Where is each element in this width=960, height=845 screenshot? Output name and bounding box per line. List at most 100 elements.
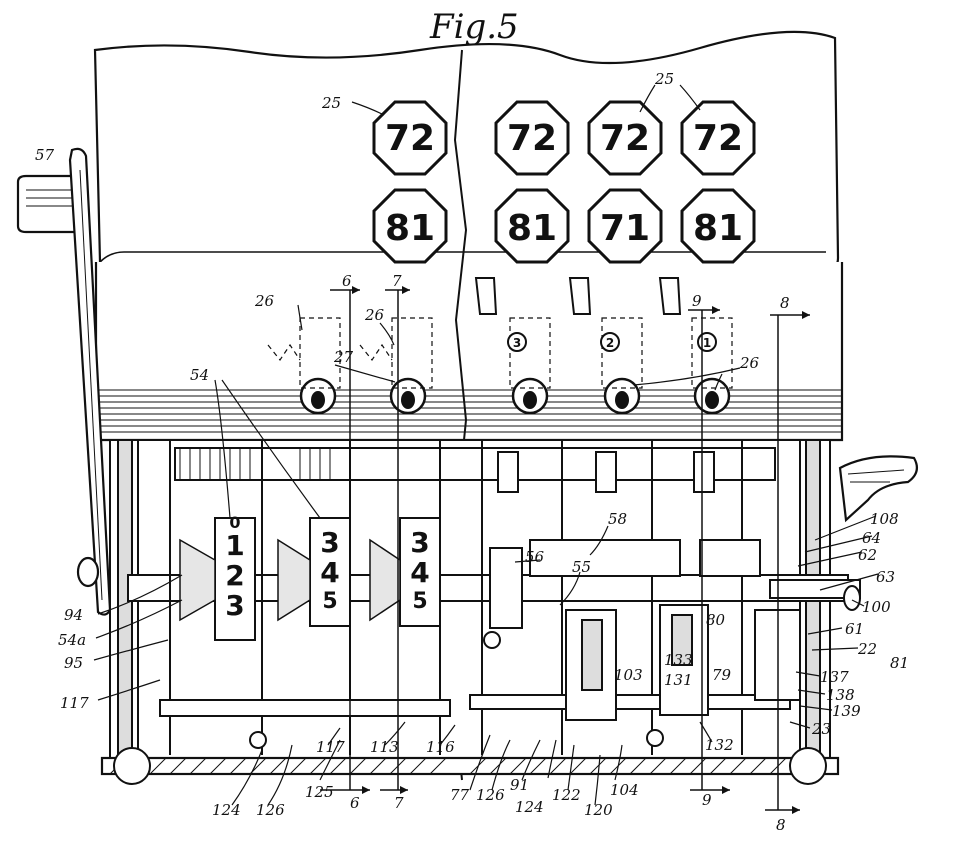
ref-label: 55 [572,558,591,576]
ref-label: 120 [584,801,613,819]
ref-label: 131 [664,671,693,689]
window-reading: 72 [507,118,557,159]
figure-title: Fig.5 [429,7,519,47]
ref-label: 137 [820,668,849,686]
ref-label: 58 [608,510,627,528]
ref-label: 133 [664,651,693,669]
ref-label: 100 [862,598,891,616]
ref-label: 80 [706,611,726,629]
section-arrows [352,286,810,814]
ref-label: 57 [35,146,55,164]
ref-label: 108 [870,510,899,528]
window-reading: 81 [693,208,743,249]
number-wheel: 3 4 5 [369,517,441,627]
ref-label: 26 [739,354,760,372]
ref-label: 132 [705,736,734,754]
octagon-window: 81 [372,188,448,264]
upper-housing [93,30,844,781]
wheel-digit: 3 [225,589,244,622]
wheel-digit: 2 [225,559,244,592]
octagon-window: 72 [587,100,663,176]
ref-label: 9 [692,292,702,310]
ref-label: 25 [654,70,674,88]
octagon-window: 72 [680,100,756,176]
number-wheel: 0 1 2 3 [179,513,256,641]
window-reading: 72 [600,118,650,159]
indicator-windows-bottom: 81 81 71 81 [372,188,756,264]
ref-label: 27 [333,348,354,366]
window-reading: 81 [385,208,435,249]
indicator-windows-top: 72 72 72 72 [372,100,756,176]
plunger-guides [267,317,733,389]
ref-label: 117 [316,738,345,756]
ref-label: 79 [712,666,732,684]
octagon-window: 71 [587,188,663,264]
ref-label: 126 [256,801,285,819]
section-lines [320,289,810,811]
wheel-digit: 1 [225,529,244,562]
reference-labels: 25 25 57 6 7 26 26 27 26 9 8 54 56 58 55… [35,70,909,834]
key-numeral: 3 [513,336,521,350]
ref-label: 113 [370,738,399,756]
window-reading: 72 [693,118,743,159]
ref-label: 22 [857,640,877,658]
ref-label: 8 [776,816,786,834]
ref-label: 81 [890,654,909,672]
ref-label: 7 [394,794,404,812]
ref-label: 54 [190,366,209,384]
window-reading: 81 [507,208,557,249]
ref-label: 63 [876,568,895,586]
ref-label: 122 [552,786,581,804]
octagon-window: 81 [680,188,756,264]
ref-label: 103 [614,666,643,684]
wheel-digit: 4 [320,556,339,589]
lever-handle-right [838,455,919,523]
ref-label: 9 [702,791,712,809]
key-button-bores [311,391,719,409]
ref-label: 138 [826,686,855,704]
window-reading: 71 [600,208,650,249]
ref-label: 7 [392,272,402,290]
ref-label: 26 [254,292,275,310]
key-numeral: 1 [703,336,711,350]
wheel-digit: 3 [320,526,339,559]
octagon-window: 72 [494,100,570,176]
mechanism-frame [100,439,861,785]
ref-label: 117 [60,694,89,712]
ref-label: 61 [845,620,864,638]
ref-label: 8 [780,294,790,312]
ref-label: 125 [305,783,334,801]
ref-label: 139 [832,702,861,720]
octagon-window: 81 [494,188,570,264]
ref-label: 26 [364,306,385,324]
ref-label: 56 [525,548,545,566]
wheel-digit: 5 [322,589,337,614]
ref-label: 54a [58,631,86,649]
ref-label: 94 [64,606,83,624]
wheel-digit: 3 [410,526,429,559]
ref-label: 124 [212,801,241,819]
number-wheel: 3 4 5 [277,517,351,627]
ref-label: 6 [342,272,352,290]
octagon-window: 72 [372,100,448,176]
ref-label: 77 [450,786,470,804]
ref-label: 91 [510,776,529,794]
wheel-digit: 0 [229,513,240,532]
ref-label: 6 [350,794,360,812]
key-numeral: 2 [606,336,614,350]
window-reading: 72 [385,118,435,159]
wheel-digit: 5 [412,589,427,614]
ref-label: 124 [515,798,544,816]
leader-lines [93,84,879,806]
crank-handle-left [16,147,112,616]
ref-label: 25 [321,94,341,112]
ref-label: 104 [610,781,639,799]
ref-label: 116 [426,738,455,756]
ref-label: 62 [858,546,877,564]
ref-label: 23 [811,720,831,738]
latch-tabs [474,277,682,315]
ref-label: 126 [476,786,505,804]
ref-label: 95 [64,654,83,672]
ref-label: 64 [862,529,881,547]
